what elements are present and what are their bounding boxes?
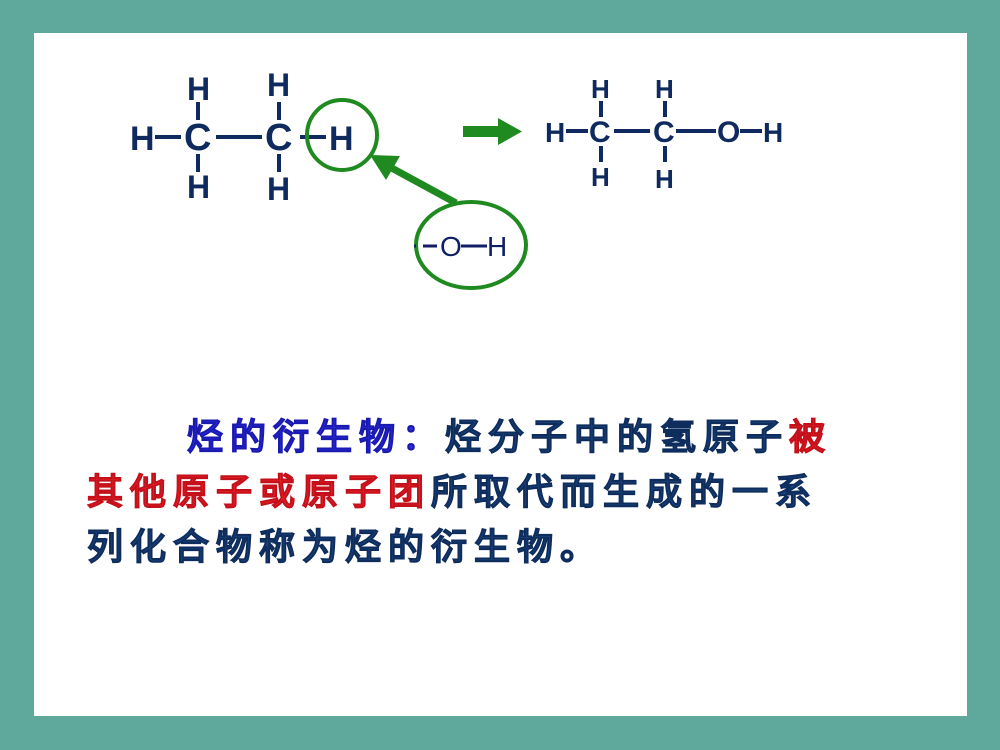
atom-c: C [653,116,675,149]
ethanol-molecule: H C C O H H H H H [545,74,783,194]
atom-o: O [440,231,462,262]
definition-line-3: 列化合物称为烃的衍生物。 [87,527,604,569]
atom-h: H [130,120,155,158]
atom-h-substituted: H [329,120,354,158]
atom-h: H [591,162,610,192]
atom-c: C [589,116,611,149]
atom-h: H [591,74,610,104]
atom-h: H [187,71,210,107]
definition-text: 烃分子中的氢原子 [445,417,790,459]
ethane-molecule: H C C H H H H H [130,67,354,207]
atom-c: C [265,117,292,159]
emphasis-text: 被 [789,417,833,459]
arrow-up-left-icon [370,155,458,207]
atom-h: H [267,67,290,103]
atom-h: H [655,164,674,194]
definition-text: 所取代而生成的一系 [431,472,819,514]
atom-o: O [717,116,740,149]
atom-c: C [184,117,211,159]
slide-panel [34,33,967,716]
definition-term: 烃的衍生物： [186,417,446,459]
hydroxyl-group: O H [414,200,528,290]
atom-h: H [267,171,290,207]
arrow-right-icon [463,118,522,145]
atom-h: H [655,74,674,104]
definition-line-1: 烃的衍生物：烃分子中的氢原子被 [87,410,887,465]
atom-h: H [545,117,565,148]
atom-h: H [187,169,210,205]
highlight-circle-h [305,98,379,172]
definition-paragraph: 烃的衍生物：烃分子中的氢原子被 其他原子或原子团所取代而生成的一系 列化合物称为… [86,410,887,575]
emphasis-text: 其他原子或原子团 [86,472,432,514]
atom-h: H [763,117,783,148]
atom-h: H [487,231,507,262]
definition-line-2: 其他原子或原子团所取代而生成的一系 [86,465,887,520]
